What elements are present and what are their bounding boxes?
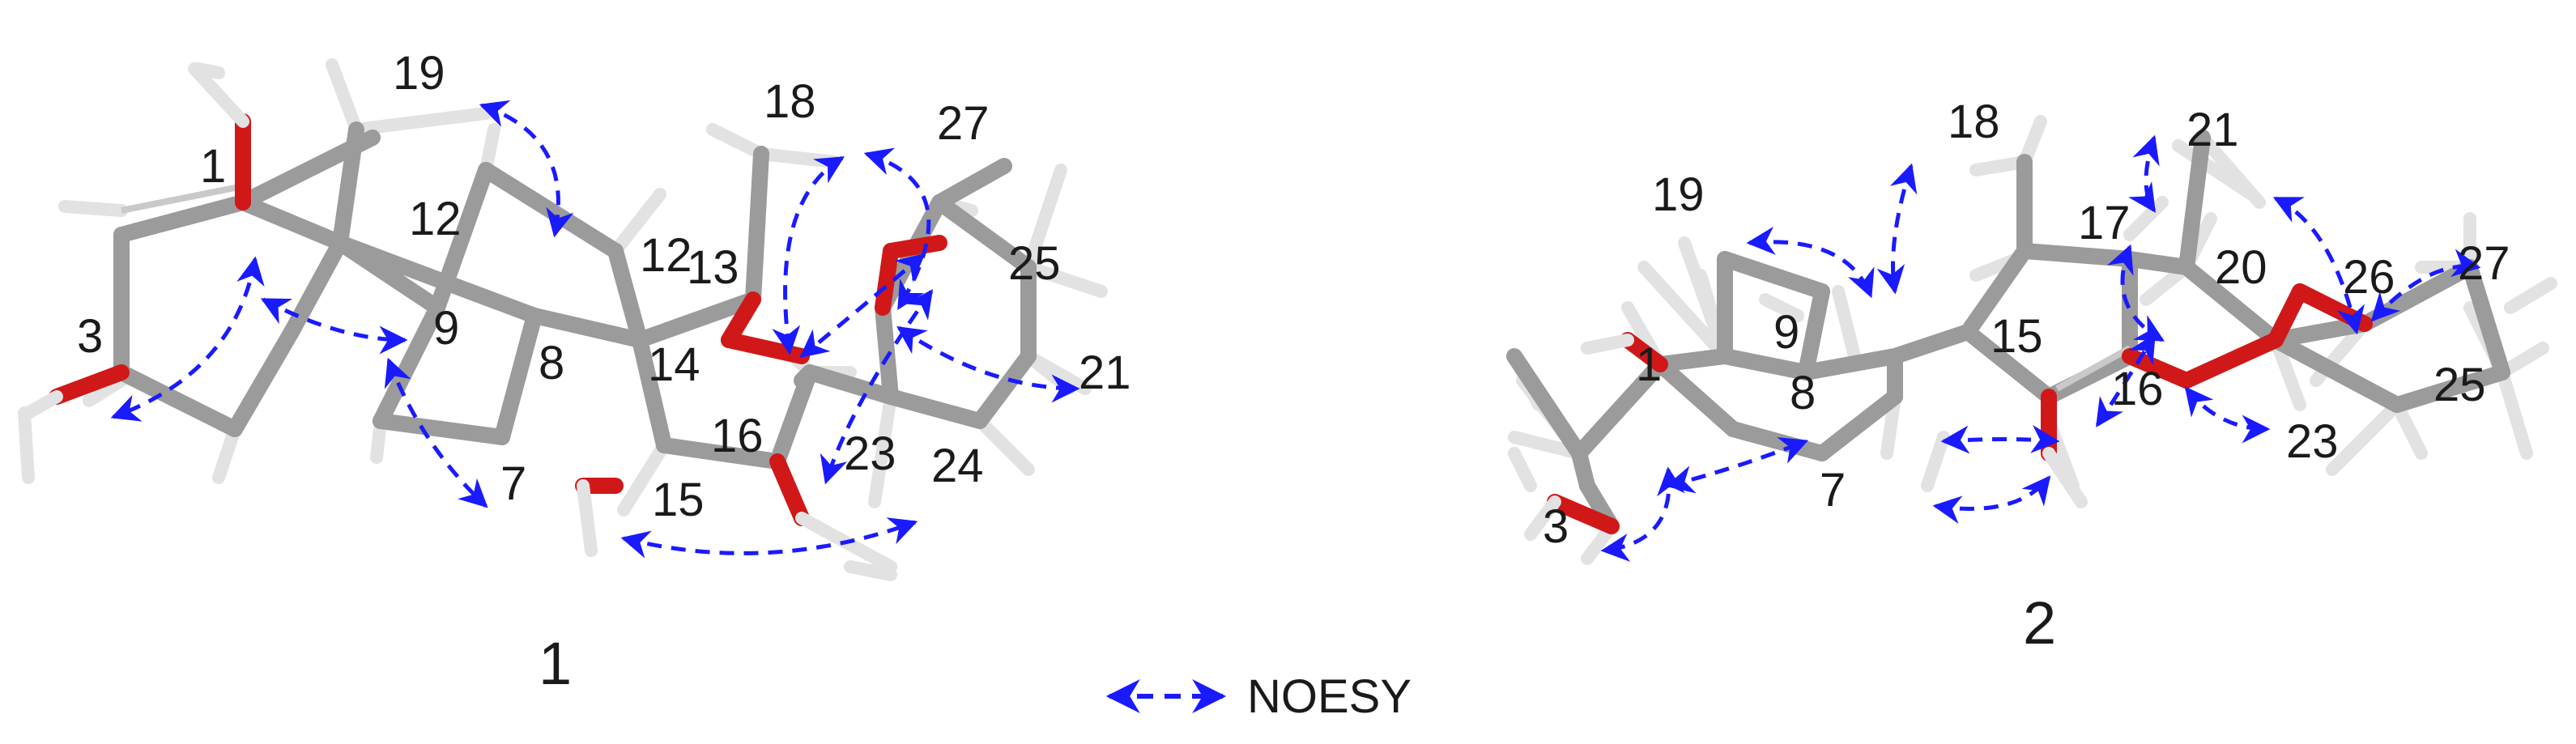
molecule-2-caption: 2 (2023, 589, 2056, 657)
m1-atom-label: 24 (931, 440, 984, 492)
m2-atom-label: 19 (1652, 168, 1705, 221)
m2-atom-label: 20 (2215, 241, 2267, 294)
m2-atom-label: 15 (1991, 310, 2043, 363)
m2-atom-label: 27 (2458, 237, 2510, 290)
molecule-1-double-bond (121, 183, 244, 214)
m1-atom-label: 23 (844, 427, 896, 480)
m1-atom-label: 27 (937, 97, 990, 150)
m1-atom-label: 1 (200, 140, 226, 193)
molecule-1-noesy-arrows (110, 100, 1080, 559)
molecule-2-hydroxyl-hydrogens (1524, 334, 2088, 541)
m1-atom-label: 12 (640, 229, 692, 282)
molecule-1-caption: 1 (539, 630, 572, 697)
m2-atom-label: 26 (2343, 251, 2395, 304)
m1-atom-label: 15 (652, 474, 705, 526)
m2-atom-label: 17 (2078, 197, 2131, 249)
m1-atom-label: 18 (764, 75, 816, 128)
m1-atom-label: 9 (433, 302, 459, 355)
m2-atom-label: 21 (2186, 104, 2239, 156)
noesy-legend: NOESY (1105, 670, 1411, 723)
molecule-2-atom-labels: 18 21 19 17 20 26 27 9 15 1 8 16 25 23 7… (1543, 96, 2510, 657)
m2-atom-label: 25 (2433, 359, 2486, 411)
m2-atom-label: 9 (1773, 306, 1799, 359)
m2-atom-label: 8 (1790, 367, 1816, 419)
legend-label: NOESY (1247, 670, 1411, 723)
m1-atom-label: 21 (1079, 346, 1131, 399)
molecule-1-atom-labels: 1 19 18 27 12 12 13 25 3 9 8 14 21 16 23… (77, 47, 1131, 697)
m1-atom-label: 13 (687, 241, 739, 294)
m1-atom-label: 14 (648, 338, 700, 391)
m2-atom-label: 16 (2111, 363, 2164, 415)
m1-atom-label: 12 (409, 193, 462, 245)
molecule-2-noesy-arrows (1600, 134, 2481, 562)
molecule-1-hydroxyl-hydrogens (22, 62, 897, 573)
m1-atom-label: 7 (500, 457, 526, 510)
m1-atom-label: 19 (393, 47, 445, 100)
m2-atom-label: 3 (1543, 500, 1569, 553)
m1-atom-label: 16 (711, 410, 764, 462)
m2-atom-label: 1 (1636, 338, 1662, 391)
m2-atom-label: 18 (1948, 96, 2000, 148)
m1-atom-label: 3 (77, 310, 103, 363)
m2-atom-label: 23 (2286, 415, 2339, 468)
m1-atom-label: 8 (539, 337, 564, 389)
m2-atom-label: 7 (1820, 464, 1846, 517)
m1-atom-label: 25 (1008, 237, 1061, 290)
